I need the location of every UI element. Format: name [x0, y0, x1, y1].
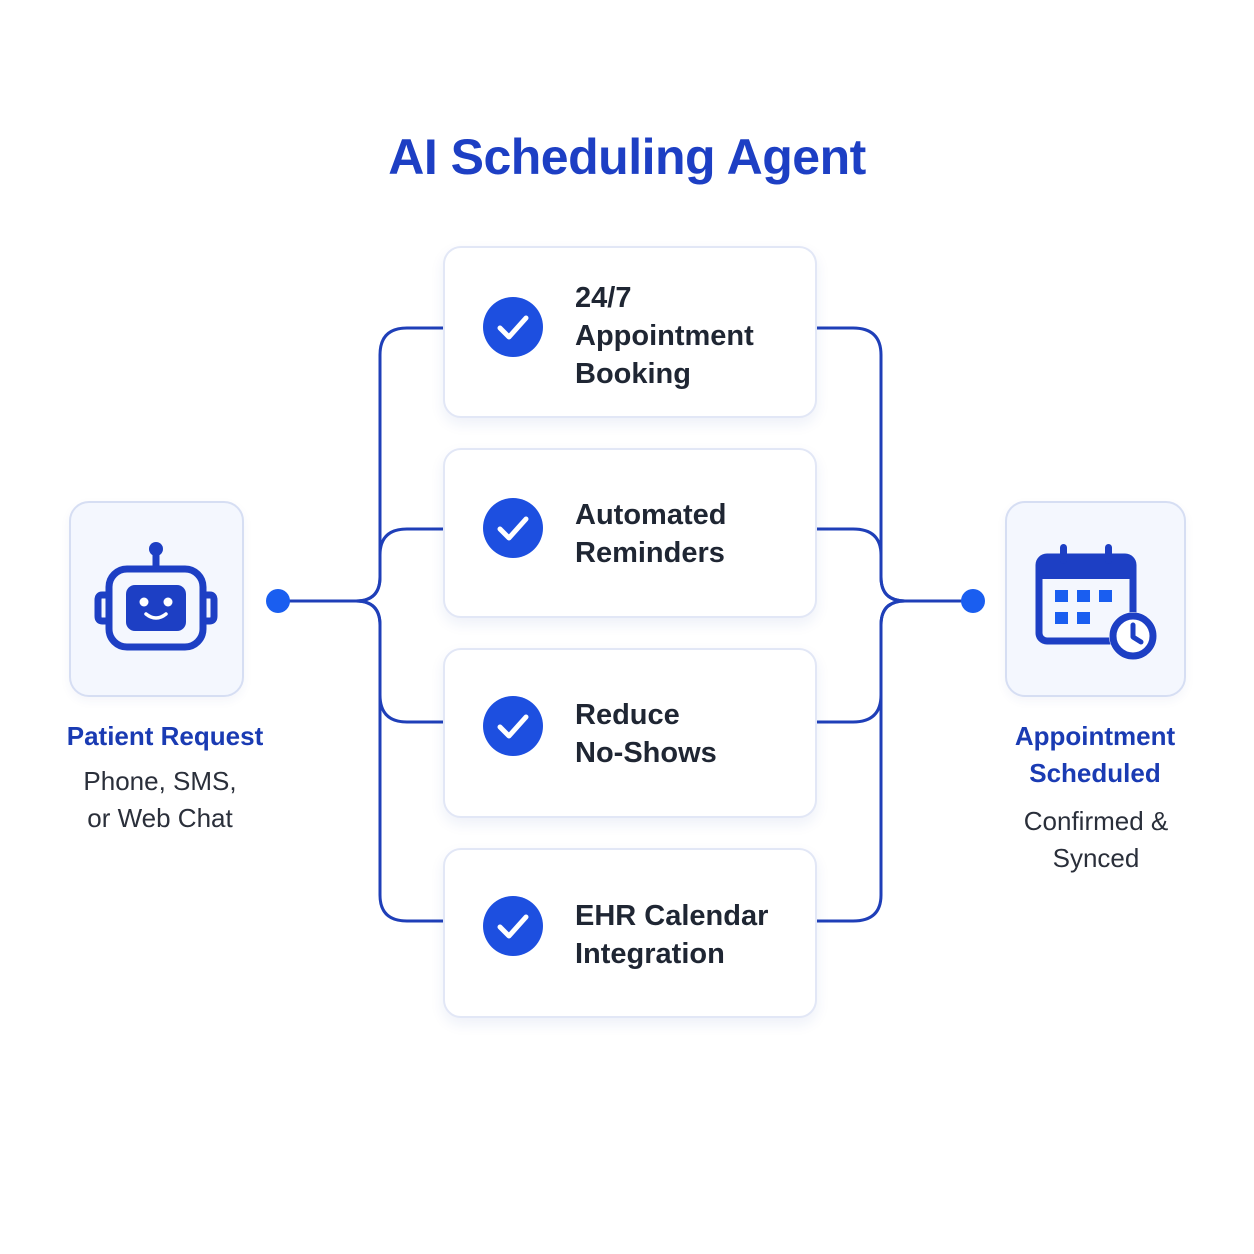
connector-source-to-card-4 [354, 599, 445, 923]
appointment-scheduled-title-line-1: Appointment [1014, 721, 1176, 751]
feature-label-line: No-Shows [575, 737, 717, 769]
connector-card-2-to-target [815, 527, 907, 603]
connector-source-to-card-1 [354, 326, 445, 603]
patient-request-title: Patient Request [66, 721, 264, 751]
appointment-scheduled-subtitle-line-2: Synced [1052, 843, 1140, 873]
feature-label: 24/7 Appointment Booking [575, 279, 795, 393]
diagram-title: AI Scheduling Agent [388, 129, 866, 185]
feature-label: Reduce No-Shows [575, 696, 795, 772]
connector-source-to-card-2 [354, 527, 445, 603]
feature-label-line: Reminders [575, 537, 725, 569]
connector-card-3-to-target [815, 599, 907, 724]
feature-label-line: Reduce [575, 699, 680, 731]
check-circle-icon [483, 696, 543, 756]
patient-request-subtitle: Phone, SMS, or Web Chat [40, 763, 280, 837]
feature-card-no-shows: Reduce No-Shows [443, 648, 817, 818]
appointment-scheduled-subtitle-line-1: Confirmed & [1023, 806, 1169, 836]
check-circle-icon [483, 498, 543, 558]
feature-label-line: Integration [575, 938, 725, 970]
check-circle-icon [483, 297, 543, 357]
appointment-scheduled-node [1005, 501, 1186, 697]
target-connector-dot [961, 589, 985, 613]
feature-label: Automated Reminders [575, 496, 795, 572]
check-circle-icon [483, 896, 543, 956]
appointment-scheduled-subtitle: Confirmed & Synced [985, 803, 1207, 877]
connector-card-4-to-target [815, 599, 907, 923]
source-connector-dot [266, 589, 290, 613]
feature-label: EHR Calendar Integration [575, 897, 795, 973]
calendar-clock-icon [1035, 544, 1157, 660]
appointment-scheduled-title-line-2: Scheduled [1029, 758, 1161, 788]
feature-card-booking: 24/7 Appointment Booking [443, 246, 817, 418]
feature-label-line: Appointment [575, 320, 754, 352]
feature-label-line: 24/7 [575, 282, 632, 314]
robot-icon [94, 542, 218, 651]
patient-request-subtitle-line-1: Phone, SMS, [83, 766, 237, 796]
feature-label-line: Automated [575, 499, 727, 531]
appointment-scheduled-title: Appointment Scheduled [985, 718, 1205, 792]
connector-source-to-card-3 [354, 599, 445, 724]
patient-request-node [69, 501, 244, 697]
feature-card-ehr-integration: EHR Calendar Integration [443, 848, 817, 1018]
connector-card-1-to-target [815, 326, 907, 603]
feature-label-line: Booking [575, 358, 691, 390]
feature-card-reminders: Automated Reminders [443, 448, 817, 618]
patient-request-subtitle-line-2: or Web Chat [87, 803, 233, 833]
feature-label-line: EHR Calendar [575, 900, 769, 932]
